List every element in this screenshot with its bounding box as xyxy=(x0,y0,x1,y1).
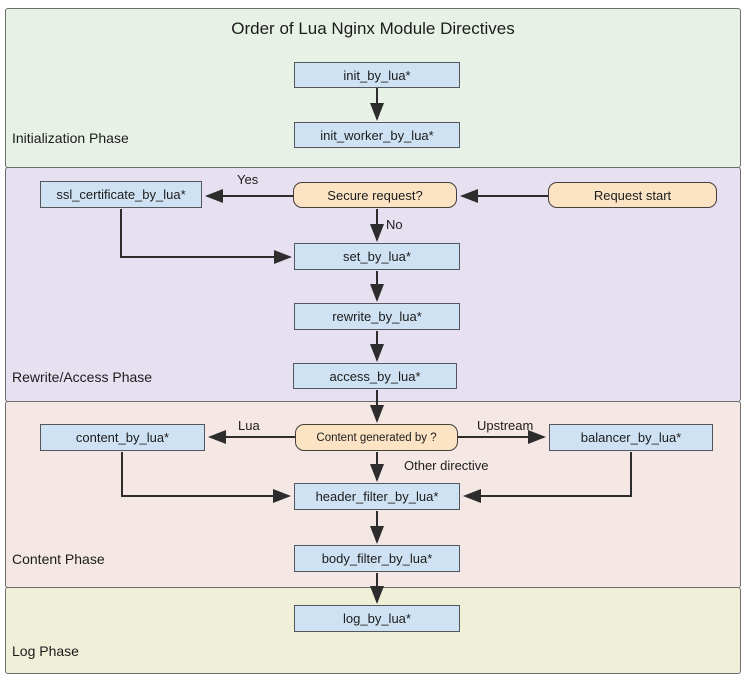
node-rewrite-by-lua: rewrite_by_lua* xyxy=(294,303,460,330)
diagram-title: Order of Lua Nginx Module Directives xyxy=(231,19,515,38)
node-secure-request-decision: Secure request? xyxy=(293,182,457,208)
node-request-start: Request start xyxy=(548,182,717,208)
edge-label-lua: Lua xyxy=(238,418,260,433)
phase-label-initialization: Initialization Phase xyxy=(12,130,129,146)
phase-label-rewrite-access: Rewrite/Access Phase xyxy=(12,369,153,385)
node-access-by-lua: access_by_lua* xyxy=(293,363,457,389)
node-content-by-lua: content_by_lua* xyxy=(40,424,205,451)
phase-label-content: Content Phase xyxy=(12,551,105,567)
node-init-worker-by-lua: init_worker_by_lua* xyxy=(294,122,460,148)
node-ssl-certificate-by-lua: ssl_certificate_by_lua* xyxy=(40,181,202,208)
node-init-by-lua: init_by_lua* xyxy=(294,62,460,88)
node-body-filter-by-lua: body_filter_by_lua* xyxy=(294,545,460,572)
node-log-by-lua: log_by_lua* xyxy=(294,605,460,632)
edge-label-upstream: Upstream xyxy=(477,418,534,433)
edge-label-other-directive: Other directive xyxy=(404,458,489,473)
edge-label-no: No xyxy=(386,217,403,232)
node-balancer-by-lua: balancer_by_lua* xyxy=(549,424,713,451)
node-set-by-lua: set_by_lua* xyxy=(294,243,460,270)
node-header-filter-by-lua: header_filter_by_lua* xyxy=(294,483,460,510)
edge-label-yes: Yes xyxy=(237,172,259,187)
phase-label-log: Log Phase xyxy=(12,643,79,659)
node-content-generated-decision: Content generated by ? xyxy=(295,424,458,451)
